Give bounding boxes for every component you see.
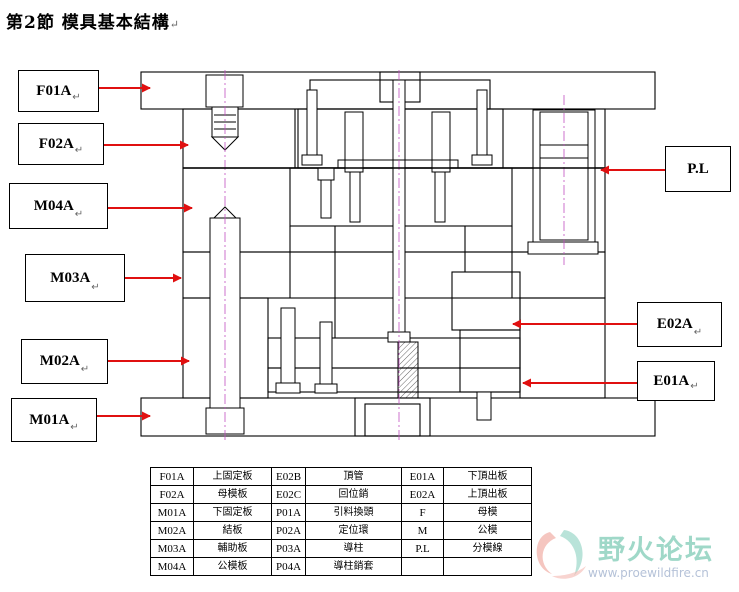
return-pins xyxy=(275,89,493,421)
legend-desc xyxy=(443,557,532,576)
legend-row: F01A 上固定板 E02B 頂管 E01A 下頂出板 xyxy=(150,467,532,486)
legend-desc: 導柱 xyxy=(305,539,402,558)
tag-m02a: M02A↵ xyxy=(21,339,108,384)
legend-row: M02A 結板 P02A 定位環 M 公模 xyxy=(150,521,532,540)
legend-code: M04A xyxy=(150,557,194,576)
guide-bushing-right xyxy=(527,109,599,255)
return-mark: ↵ xyxy=(74,209,84,220)
legend-desc: 頂管 xyxy=(305,467,402,486)
callout-arrows xyxy=(97,83,665,421)
legend-code xyxy=(401,557,444,576)
legend-code: P03A xyxy=(271,539,306,558)
legend-desc: 上頂出板 xyxy=(443,485,532,504)
legend-code: M01A xyxy=(150,503,194,522)
legend-code: F xyxy=(401,503,444,522)
legend-row: F02A 母模板 E02C 回位銷 E02A 上頂出板 xyxy=(150,485,532,504)
tag-pl-text: P.L xyxy=(687,160,709,177)
legend-code: E02A xyxy=(401,485,444,504)
watermark-text: 野火论坛 xyxy=(598,535,714,566)
lower-ejector-plate xyxy=(267,367,521,393)
legend-code: P02A xyxy=(271,521,306,540)
page-title-text: 第2節 模具基本結構 xyxy=(6,13,170,33)
return-mark: ↵ xyxy=(91,282,100,293)
legend-desc: 母模 xyxy=(443,503,532,522)
legend-code: P04A xyxy=(271,557,306,576)
tag-e02a: E02A↵ xyxy=(637,302,722,347)
return-mark: ↵ xyxy=(80,364,90,375)
legend-desc: 公模板 xyxy=(193,557,272,576)
legend-desc: 導柱銷套 xyxy=(305,557,402,576)
sprue-ejector xyxy=(337,79,459,399)
legend-code: E02B xyxy=(271,467,306,486)
legend-code: M xyxy=(401,521,444,540)
legend-code: M02A xyxy=(150,521,194,540)
return-mark: ↵ xyxy=(693,327,703,338)
legend-desc: 回位銷 xyxy=(305,485,402,504)
legend-row: M01A 下固定板 P01A 引料換頭 F 母模 xyxy=(150,503,532,522)
tag-e02a-text: E02A xyxy=(656,316,693,332)
legend-row: M03A 輔助板 P03A 導柱 P.L 分模線 xyxy=(150,539,532,558)
tag-m03a: M03A↵ xyxy=(25,254,125,302)
tag-m01a-text: M01A xyxy=(29,411,70,428)
center-lines xyxy=(224,70,565,440)
page-title: 第2節 模具基本結構↵ xyxy=(6,8,180,33)
legend-desc: 分模線 xyxy=(443,539,532,558)
legend-desc: 下頂出板 xyxy=(443,467,532,486)
tag-f02a: F02A↵ xyxy=(18,123,104,165)
legend-desc: 母模板 xyxy=(193,485,272,504)
tag-e01a-text: E01A xyxy=(653,372,690,389)
legend-desc: 公模 xyxy=(443,521,532,540)
watermark-logo-icon xyxy=(536,530,586,579)
watermark-url: www.proewildfire.cn xyxy=(588,566,709,580)
legend-code: E01A xyxy=(401,467,444,486)
legend-desc: 引料換頭 xyxy=(305,503,402,522)
tag-pl: P.L xyxy=(665,146,731,192)
return-mark: ↵ xyxy=(169,18,180,31)
legend-desc: 定位環 xyxy=(305,521,402,540)
tag-e01a: E01A↵ xyxy=(637,361,715,401)
return-mark: ↵ xyxy=(690,381,699,392)
legend-code: E02C xyxy=(271,485,306,504)
tag-m04a-text: M04A xyxy=(33,197,74,214)
legend-code: F01A xyxy=(150,467,194,486)
tag-m03a-text: M03A xyxy=(50,269,91,286)
tag-m04a: M04A↵ xyxy=(9,183,108,229)
legend-desc: 下固定板 xyxy=(193,503,272,522)
legend-code: P01A xyxy=(271,503,306,522)
return-mark: ↵ xyxy=(70,422,79,433)
legend-row: M04A 公模板 P04A 導柱銷套 xyxy=(150,557,532,576)
legend-desc: 輔助板 xyxy=(193,539,272,558)
legend-desc: 結板 xyxy=(193,521,272,540)
return-mark: ↵ xyxy=(72,92,81,103)
legend-desc: 上固定板 xyxy=(193,467,272,486)
tag-f01a: F01A↵ xyxy=(18,70,99,112)
tag-m02a-text: M02A xyxy=(39,353,80,369)
tag-m01a: M01A↵ xyxy=(11,398,97,442)
tag-f01a-text: F01A xyxy=(36,82,72,99)
return-mark: ↵ xyxy=(74,145,84,156)
legend-code: M03A xyxy=(150,539,194,558)
legend-code: P.L xyxy=(401,539,444,558)
legend-table: F01A 上固定板 E02B 頂管 E01A 下頂出板 F02A 母模板 E02… xyxy=(150,467,532,576)
legend-code: F02A xyxy=(150,485,194,504)
tag-f02a-text: F02A xyxy=(38,135,74,152)
